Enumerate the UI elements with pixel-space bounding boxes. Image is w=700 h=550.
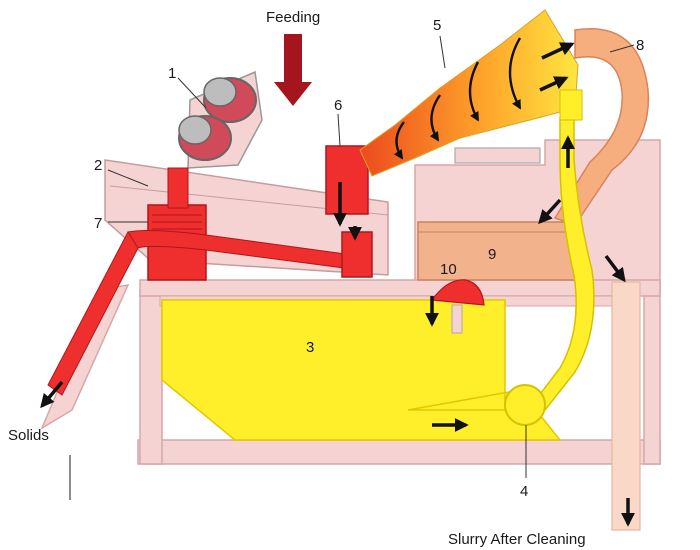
flow-arrows [40, 42, 635, 527]
leader-lines [107, 35, 635, 478]
pump-neck [559, 89, 583, 121]
label-part-8: 8 [636, 37, 644, 54]
vibration-motors [178, 70, 263, 169]
swirl-arrow-2 [429, 94, 441, 142]
label-part-9: 9 [488, 246, 496, 263]
leader-8 [609, 44, 635, 53]
frame-leg-right [643, 281, 661, 465]
caption-solids: Solids [8, 427, 49, 444]
slurry-return-pipe [526, 117, 595, 411]
leader-2 [107, 169, 149, 187]
pipe-top-arrow [539, 76, 569, 92]
solids-discharge [47, 230, 139, 396]
motor-top-cap [203, 77, 237, 107]
left-housing-neck [167, 167, 189, 209]
feed-outlet [341, 231, 373, 278]
leader-5 [439, 35, 446, 69]
label-part-6: 6 [334, 97, 342, 114]
caption-slurry: Slurry After Cleaning [448, 531, 586, 548]
slurry-outlet-column [611, 281, 641, 531]
feed-box [325, 145, 369, 215]
motor-bottom-cap [178, 115, 212, 145]
swirl-arrows [393, 37, 522, 160]
label-part-4: 4 [520, 483, 528, 500]
label-part-2: 2 [94, 157, 102, 174]
level-valve [430, 279, 485, 306]
label-part-10: 10 [440, 261, 457, 278]
solids-chute [40, 284, 130, 430]
frame-leg-left [139, 289, 163, 465]
leader-1 [177, 77, 207, 109]
caption-feeding: Feeding [266, 9, 320, 26]
label-part-1: 1 [168, 65, 176, 82]
cyclone-out-arrow [541, 42, 575, 60]
swirl-arrow-4 [508, 37, 522, 110]
swirl-arrow-1 [393, 121, 405, 160]
solids-arrow [40, 380, 64, 409]
cyclone-stand [454, 147, 541, 164]
outlet-column-arrow [604, 254, 626, 283]
valve-stem [451, 304, 463, 334]
bottom-rail [137, 439, 661, 465]
red-flow-pipe [127, 230, 361, 271]
label-part-5: 5 [433, 17, 441, 34]
label-part-7: 7 [94, 215, 102, 232]
label-part-3: 3 [306, 339, 314, 356]
return-arrow [538, 198, 562, 225]
slurry-pump [504, 384, 546, 426]
swirl-arrow-3 [468, 61, 480, 122]
feeding-arrow [274, 34, 312, 106]
overflow-pipe [553, 28, 650, 226]
leader-6 [337, 113, 341, 147]
